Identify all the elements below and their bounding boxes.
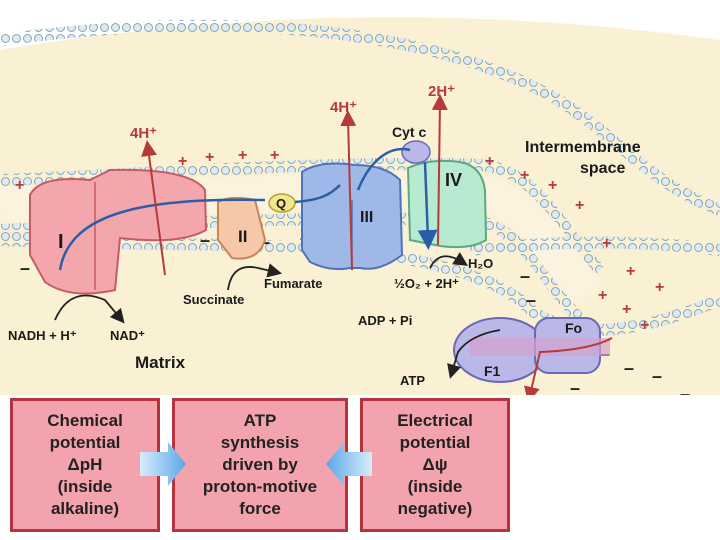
matrix-label: Matrix: [135, 353, 186, 372]
intermembrane-line-2: space: [580, 160, 625, 177]
membrane-cristae-edge: [469, 236, 720, 256]
complex-ii: [217, 196, 267, 260]
proton-arrow-atp-synthase: [524, 337, 613, 395]
membrane-outer-leaflet: [0, 19, 720, 216]
arrow-chemical-to-synthesis: [140, 442, 186, 486]
nadh-label: NADH + H⁺: [8, 328, 77, 343]
svg-text:–: –: [652, 366, 662, 386]
svg-text:+: +: [575, 197, 584, 214]
svg-text:+: +: [520, 167, 529, 184]
membrane-inner-leaflet: [0, 234, 720, 336]
svg-text:–: –: [200, 230, 210, 250]
charge-signs: + + + + + + + + + + + + + + +: [15, 147, 664, 334]
atp-synthase: [453, 317, 610, 383]
fumarate-label: Fumarate: [264, 276, 323, 291]
svg-text:–: –: [570, 378, 580, 395]
electrical-potential-box: Electrical potential Δψ (inside negative…: [360, 398, 510, 532]
proton-arrow-complex3: [340, 110, 357, 271]
complex-iv-label: IV: [445, 170, 462, 190]
succinate-label: Succinate: [183, 292, 244, 307]
electron-path: [58, 147, 428, 271]
svg-text:–: –: [680, 384, 690, 395]
intermembrane-label: Intermembrane space: [525, 139, 645, 177]
svg-text:+: +: [205, 149, 214, 166]
complex-iii-label: III: [360, 209, 373, 226]
proton-label-complex1: 4H⁺: [130, 125, 157, 142]
svg-text:+: +: [270, 147, 279, 164]
arrow-electrical-to-synthesis: [326, 442, 372, 486]
adp-label: ADP + Pi: [358, 313, 412, 328]
cyt-c-label: Cyt c: [392, 124, 426, 140]
svg-text:+: +: [598, 287, 607, 304]
ubiquinone: [268, 193, 296, 213]
svg-text:–: –: [526, 290, 536, 310]
atp-arrow: [447, 329, 501, 379]
svg-text:+: +: [485, 153, 494, 170]
proton-arrow-complex1: [141, 140, 166, 276]
svg-text:+: +: [626, 263, 635, 280]
proton-label-complex4: 2H⁺: [428, 83, 455, 100]
chemical-potential-box: Chemical potential ΔpH (inside alkaline): [10, 398, 160, 532]
proton-label-complex3: 4H⁺: [330, 99, 357, 116]
succinate-arrow: [227, 263, 283, 291]
svg-text:+: +: [622, 301, 631, 318]
etc-diagram: ++++ ++++ ++++ +++ –––– –––– ––– I II II…: [0, 17, 720, 395]
nad-label: NAD⁺: [110, 328, 145, 343]
water-label: H₂O: [468, 256, 493, 271]
electrical-potential-text: Electrical potential Δψ (inside negative…: [397, 411, 473, 518]
f0-label: Fo: [565, 320, 582, 336]
complex-i-label: I: [58, 231, 64, 253]
atp-synthesis-box: ATP synthesis driven by proton-motive fo…: [172, 398, 348, 532]
svg-text:+: +: [655, 279, 664, 296]
svg-text:+: +: [640, 317, 649, 334]
cyt-c-protein: [401, 140, 431, 164]
intermembrane-line-1: Intermembrane: [525, 139, 641, 156]
complex-i: [29, 168, 208, 295]
box-arrows: [140, 442, 372, 486]
svg-text:–: –: [20, 258, 30, 278]
nadh-arrow: [54, 294, 125, 324]
f1-label: F1: [484, 363, 501, 379]
oxygen-arrow: [429, 252, 469, 269]
oxygen-label: ½O₂ + 2H⁺: [394, 276, 459, 291]
complex-ii-label: II: [238, 227, 247, 246]
proton-arrow-complex4: [431, 94, 448, 246]
svg-text:+: +: [15, 177, 24, 194]
svg-text:–: –: [520, 266, 530, 286]
svg-text:+: +: [178, 153, 187, 170]
atp-synthesis-text: ATP synthesis driven by proton-motive fo…: [202, 411, 318, 518]
svg-text:+: +: [602, 235, 611, 252]
chemical-potential-text: Chemical potential ΔpH (inside alkaline): [47, 411, 123, 518]
q-label: Q: [276, 196, 286, 211]
svg-text:–: –: [624, 358, 634, 378]
atp-label: ATP: [400, 373, 425, 388]
svg-text:+: +: [548, 177, 557, 194]
svg-text:+: +: [238, 147, 247, 164]
